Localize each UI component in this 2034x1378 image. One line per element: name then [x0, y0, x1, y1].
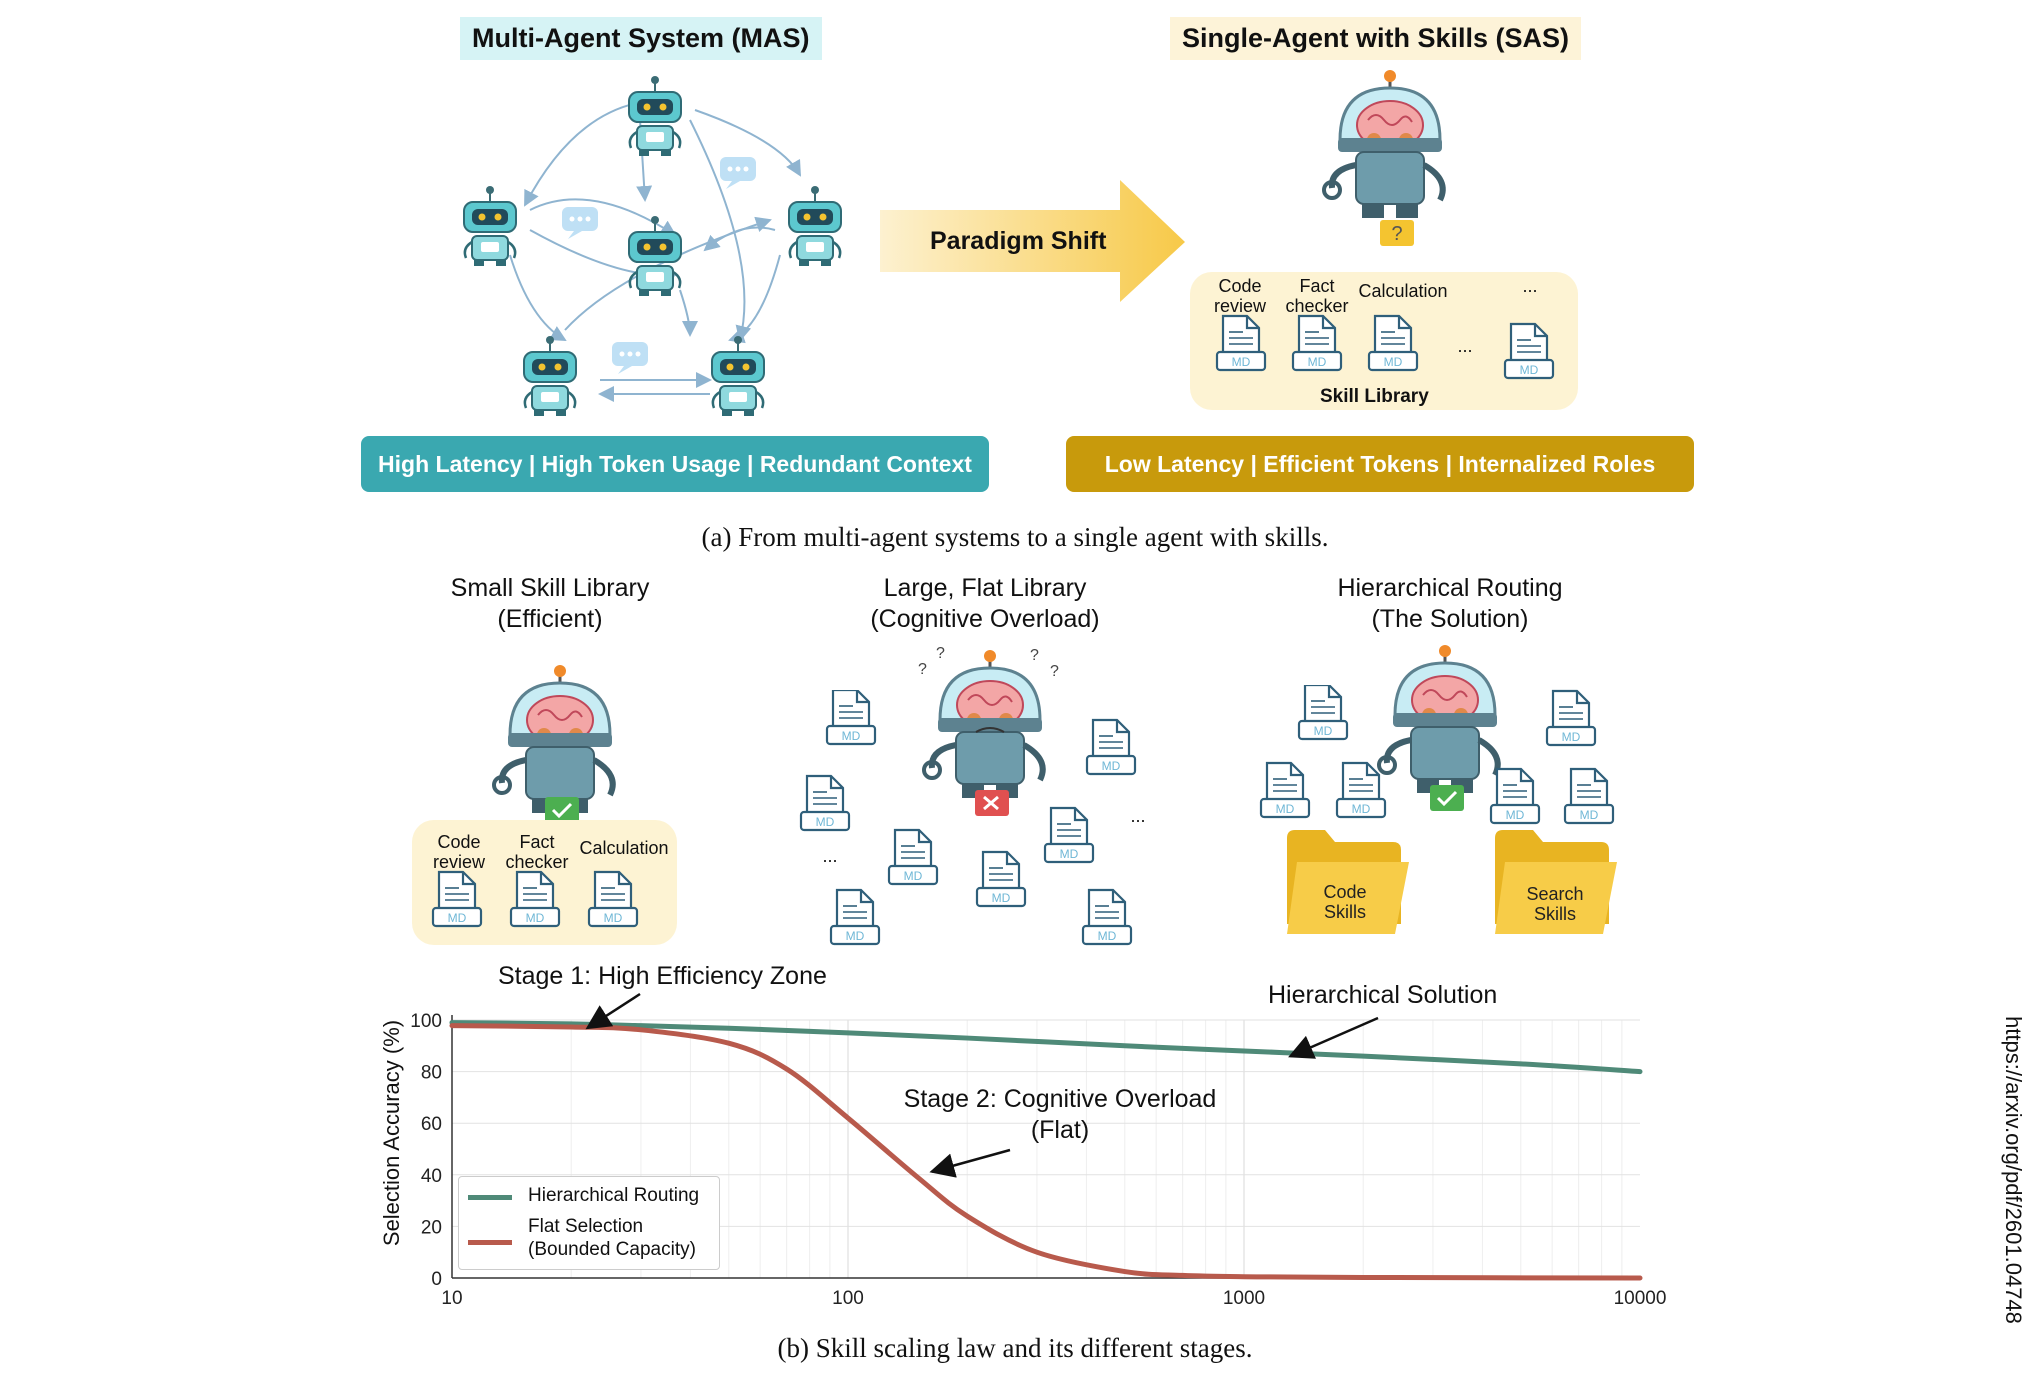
series-line-hierarchical: [449, 1020, 1643, 1075]
overloaded-robot: ? ? ? ?: [918, 645, 1059, 816]
svg-text:?: ?: [918, 661, 927, 678]
y-tick-label: 80: [421, 1063, 442, 1084]
svg-text:?: ?: [936, 645, 945, 662]
sas-title: Single-Agent with Skills (SAS): [1170, 17, 1582, 60]
y-tick-label: 20: [421, 1217, 442, 1238]
ellipsis: ...: [1130, 806, 1146, 826]
legend-label-hierarchical: Hierarchical Routing: [528, 1185, 700, 1206]
routing-robot: [1375, 640, 1515, 811]
y-tick-label: 40: [421, 1166, 442, 1187]
caption-a: (a) From multi-agent systems to a single…: [701, 522, 1329, 552]
mas-network-diagram: [462, 74, 843, 418]
x-tick-label: 100: [832, 1288, 864, 1309]
stage1-arrow: [585, 992, 641, 1030]
y-tick-label: 60: [421, 1114, 442, 1135]
folder-icon: [1287, 830, 1409, 934]
stage2-annotation: Stage 2: Cognitive Overload(Flat): [903, 1085, 1217, 1144]
arxiv-url: https://arxiv.org/pdf/2601.04748: [2001, 1016, 2026, 1324]
y-tick-label: 0: [431, 1269, 442, 1290]
legend-swatch-hierarchical: [468, 1195, 512, 1200]
hierarchical-arrow: [1288, 1016, 1379, 1059]
skill-label-calculation: Calculation: [579, 838, 669, 858]
ellipsis: ...: [1522, 276, 1538, 296]
svg-text:?: ?: [1050, 663, 1059, 680]
flat-library-heading: Large, Flat Library(Cognitive Overload): [870, 574, 1100, 633]
paradigm-shift-arrow: [880, 180, 1185, 302]
x-tick-label: 10: [441, 1288, 462, 1309]
chart-legend: [458, 1176, 720, 1270]
legend-label-flat: Flat Selection (Bounded Capacity): [528, 1216, 696, 1260]
mas-properties-banner: High Latency | High Token Usage | Redund…: [361, 436, 989, 492]
svg-text:?: ?: [1391, 223, 1402, 245]
stage1-annotation: Stage 1: High Efficiency Zone: [498, 962, 827, 990]
legend-swatch-flat: [468, 1240, 512, 1245]
y-axis-label: Selection Accuracy (%): [379, 1019, 404, 1247]
skill-label-calculation: Calculation: [1358, 281, 1448, 301]
hierarchical-solution-annotation: Hierarchical Solution: [1268, 981, 1498, 1009]
stage2-arrow: [929, 1148, 1011, 1178]
caption-b: (b) Skill scaling law and its different …: [777, 1333, 1253, 1363]
skill-library-label: Skill Library: [1320, 386, 1429, 407]
single-agent-robot: ?: [1322, 70, 1446, 246]
x-tick-label: 1000: [1223, 1288, 1265, 1309]
paradigm-shift-label: Paradigm Shift: [930, 227, 1107, 255]
series-line-flat: [449, 1023, 1643, 1281]
x-tick-label: 10000: [1614, 1288, 1667, 1309]
small-library-heading: Small Skill Library(Efficient): [450, 574, 650, 633]
y-tick-label: 100: [410, 1011, 442, 1032]
mas-title: Multi-Agent System (MAS): [460, 17, 822, 60]
folder-icon: [1495, 830, 1617, 934]
efficient-robot: [490, 655, 630, 823]
svg-text:?: ?: [1030, 647, 1039, 664]
sas-properties-banner: Low Latency | Efficient Tokens | Interna…: [1066, 436, 1694, 492]
ellipsis: ...: [1457, 336, 1473, 356]
ellipsis: ...: [822, 846, 838, 866]
hierarchical-heading: Hierarchical Routing(The Solution): [1337, 574, 1563, 633]
